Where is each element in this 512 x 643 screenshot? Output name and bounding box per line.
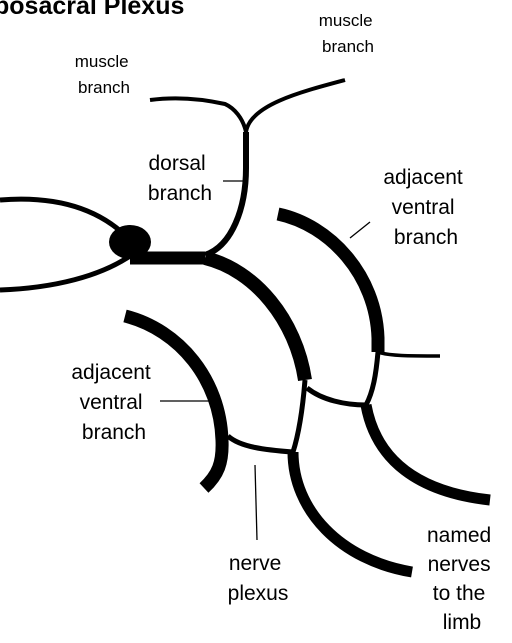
dorsal-branch — [203, 132, 249, 258]
label-line: dorsal — [148, 152, 205, 175]
label-line: muscle — [75, 52, 129, 71]
named-nerve-right — [360, 403, 491, 506]
label-line: ventral — [392, 196, 455, 219]
nerve-paths — [0, 78, 491, 578]
label-line: plexus — [228, 582, 289, 605]
label-line: adjacent — [71, 361, 151, 384]
label-line: ventral — [80, 391, 143, 414]
label-line: branch — [78, 78, 130, 97]
label-named-nerves: named nerves to the limb — [427, 524, 497, 634]
adjacent-ventral-branch-left — [123, 309, 229, 493]
leader-nerve-plexus — [254, 464, 258, 541]
label-line: adjacent — [383, 166, 463, 189]
label-dorsal-branch: dorsal branch — [148, 152, 212, 205]
leader-lines — [160, 180, 371, 541]
label-line: branch — [322, 37, 374, 56]
diagram-title: bosacral Plexus — [0, 0, 184, 20]
label-line: named — [427, 524, 491, 547]
label-muscle-branch-left: muscle branch — [75, 52, 134, 97]
label-line: to the — [433, 582, 486, 605]
plexus-connection-left — [226, 434, 294, 455]
plexus-connection-right — [305, 385, 367, 408]
label-line: branch — [148, 182, 212, 205]
label-adjacent-ventral-branch-right: adjacent ventral branch — [383, 166, 468, 249]
adjacent-ventral-branch-right-tail — [377, 350, 441, 358]
label-line: muscle — [319, 11, 373, 30]
label-line: nerve — [229, 552, 282, 575]
label-nerve-plexus: nerve plexus — [228, 552, 289, 605]
label-line: nerves — [428, 553, 491, 576]
label-line: branch — [82, 421, 146, 444]
label-line: limb — [443, 611, 482, 634]
label-line: branch — [394, 226, 458, 249]
ventral-branch-main-curve — [203, 251, 312, 382]
adjacent-ventral-branch-right-lower — [363, 351, 381, 407]
nerve-root-upper — [0, 196, 130, 240]
label-muscle-branch-right: muscle branch — [319, 11, 378, 56]
nerve-root-lower — [0, 253, 132, 293]
leader-adjacent-ventral-right — [349, 221, 371, 239]
label-adjacent-ventral-branch-left: adjacent ventral branch — [71, 361, 156, 444]
dorsal-root-ganglion — [109, 225, 151, 259]
muscle-branch-right-nerve — [244, 78, 346, 133]
named-nerve-middle — [287, 451, 413, 578]
ventral-branch-descending — [290, 379, 308, 453]
muscle-branch-left-nerve — [149, 96, 248, 133]
adjacent-ventral-branch-right-upper — [276, 207, 385, 352]
